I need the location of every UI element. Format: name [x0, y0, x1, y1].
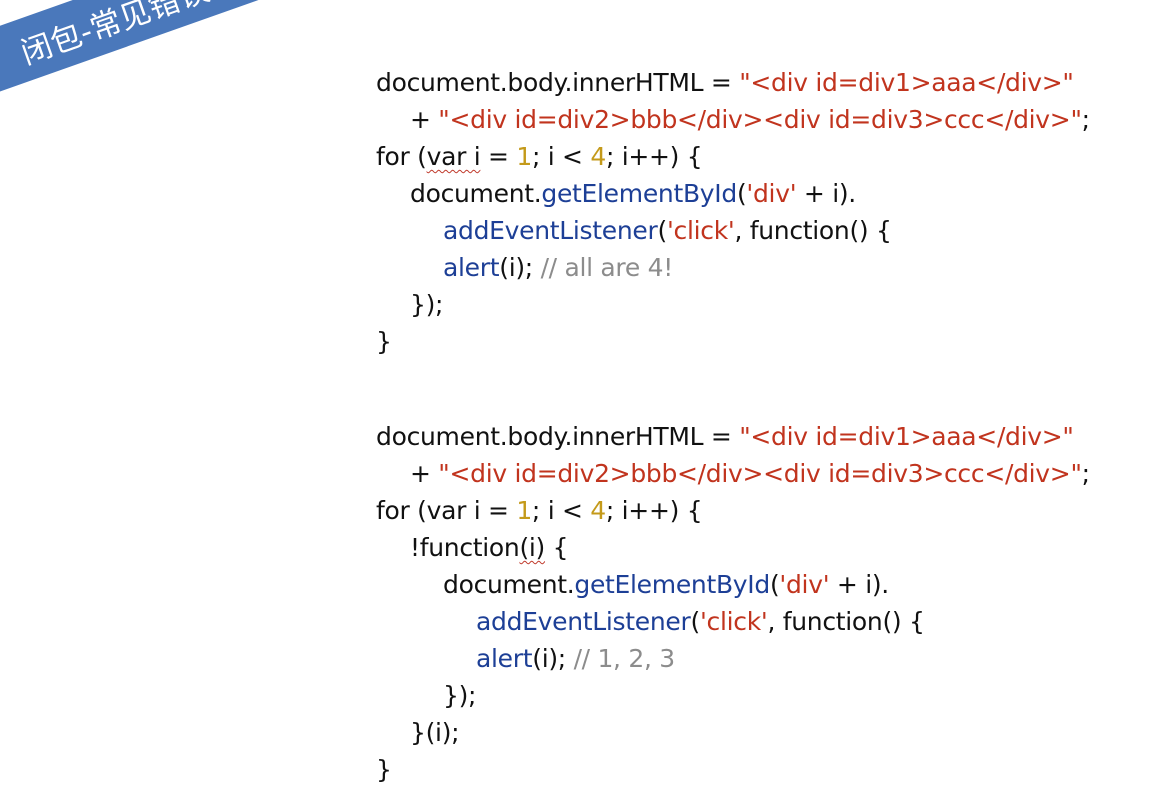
code-line: for (var i = 1; i < 4; i++) { [376, 496, 703, 525]
code-line: document.body.innerHTML = "<div id=div1>… [376, 68, 1074, 97]
code-line: }); [443, 681, 477, 710]
code-line: for (var i = 1; i < 4; i++) { [376, 142, 703, 171]
code-block-iife-fix: document.body.innerHTML = "<div id=div1>… [376, 418, 1090, 788]
code-line: document.body.innerHTML = "<div id=div1>… [376, 422, 1074, 451]
spellcheck-underline: (i) [519, 533, 546, 562]
code-comment: // all are 4! [540, 253, 674, 282]
code-line: !function(i) { [410, 533, 569, 562]
code-block-loop-closure-error: document.body.innerHTML = "<div id=div1>… [376, 64, 1090, 360]
code-line: + "<div id=div2>bbb</div><div id=div3>cc… [410, 459, 1090, 488]
code-line: }); [410, 290, 444, 319]
code-line: } [376, 755, 392, 784]
spellcheck-underline: var i [426, 142, 481, 171]
code-line: document.getElementById('div' + i). [443, 570, 889, 599]
code-line: addEventListener('click', function() { [476, 607, 925, 636]
code-line: + "<div id=div2>bbb</div><div id=div3>cc… [410, 105, 1090, 134]
code-line: alert(i); // all are 4! [443, 253, 674, 282]
code-comment: // 1, 2, 3 [573, 644, 676, 673]
code-line: document.getElementById('div' + i). [410, 179, 856, 208]
code-line: }(i); [410, 718, 460, 747]
code-line: } [376, 327, 392, 356]
code-line: alert(i); // 1, 2, 3 [476, 644, 676, 673]
code-line: addEventListener('click', function() { [443, 216, 892, 245]
slide-title: 闭包-常见错误之循环闭包 [14, 0, 361, 72]
